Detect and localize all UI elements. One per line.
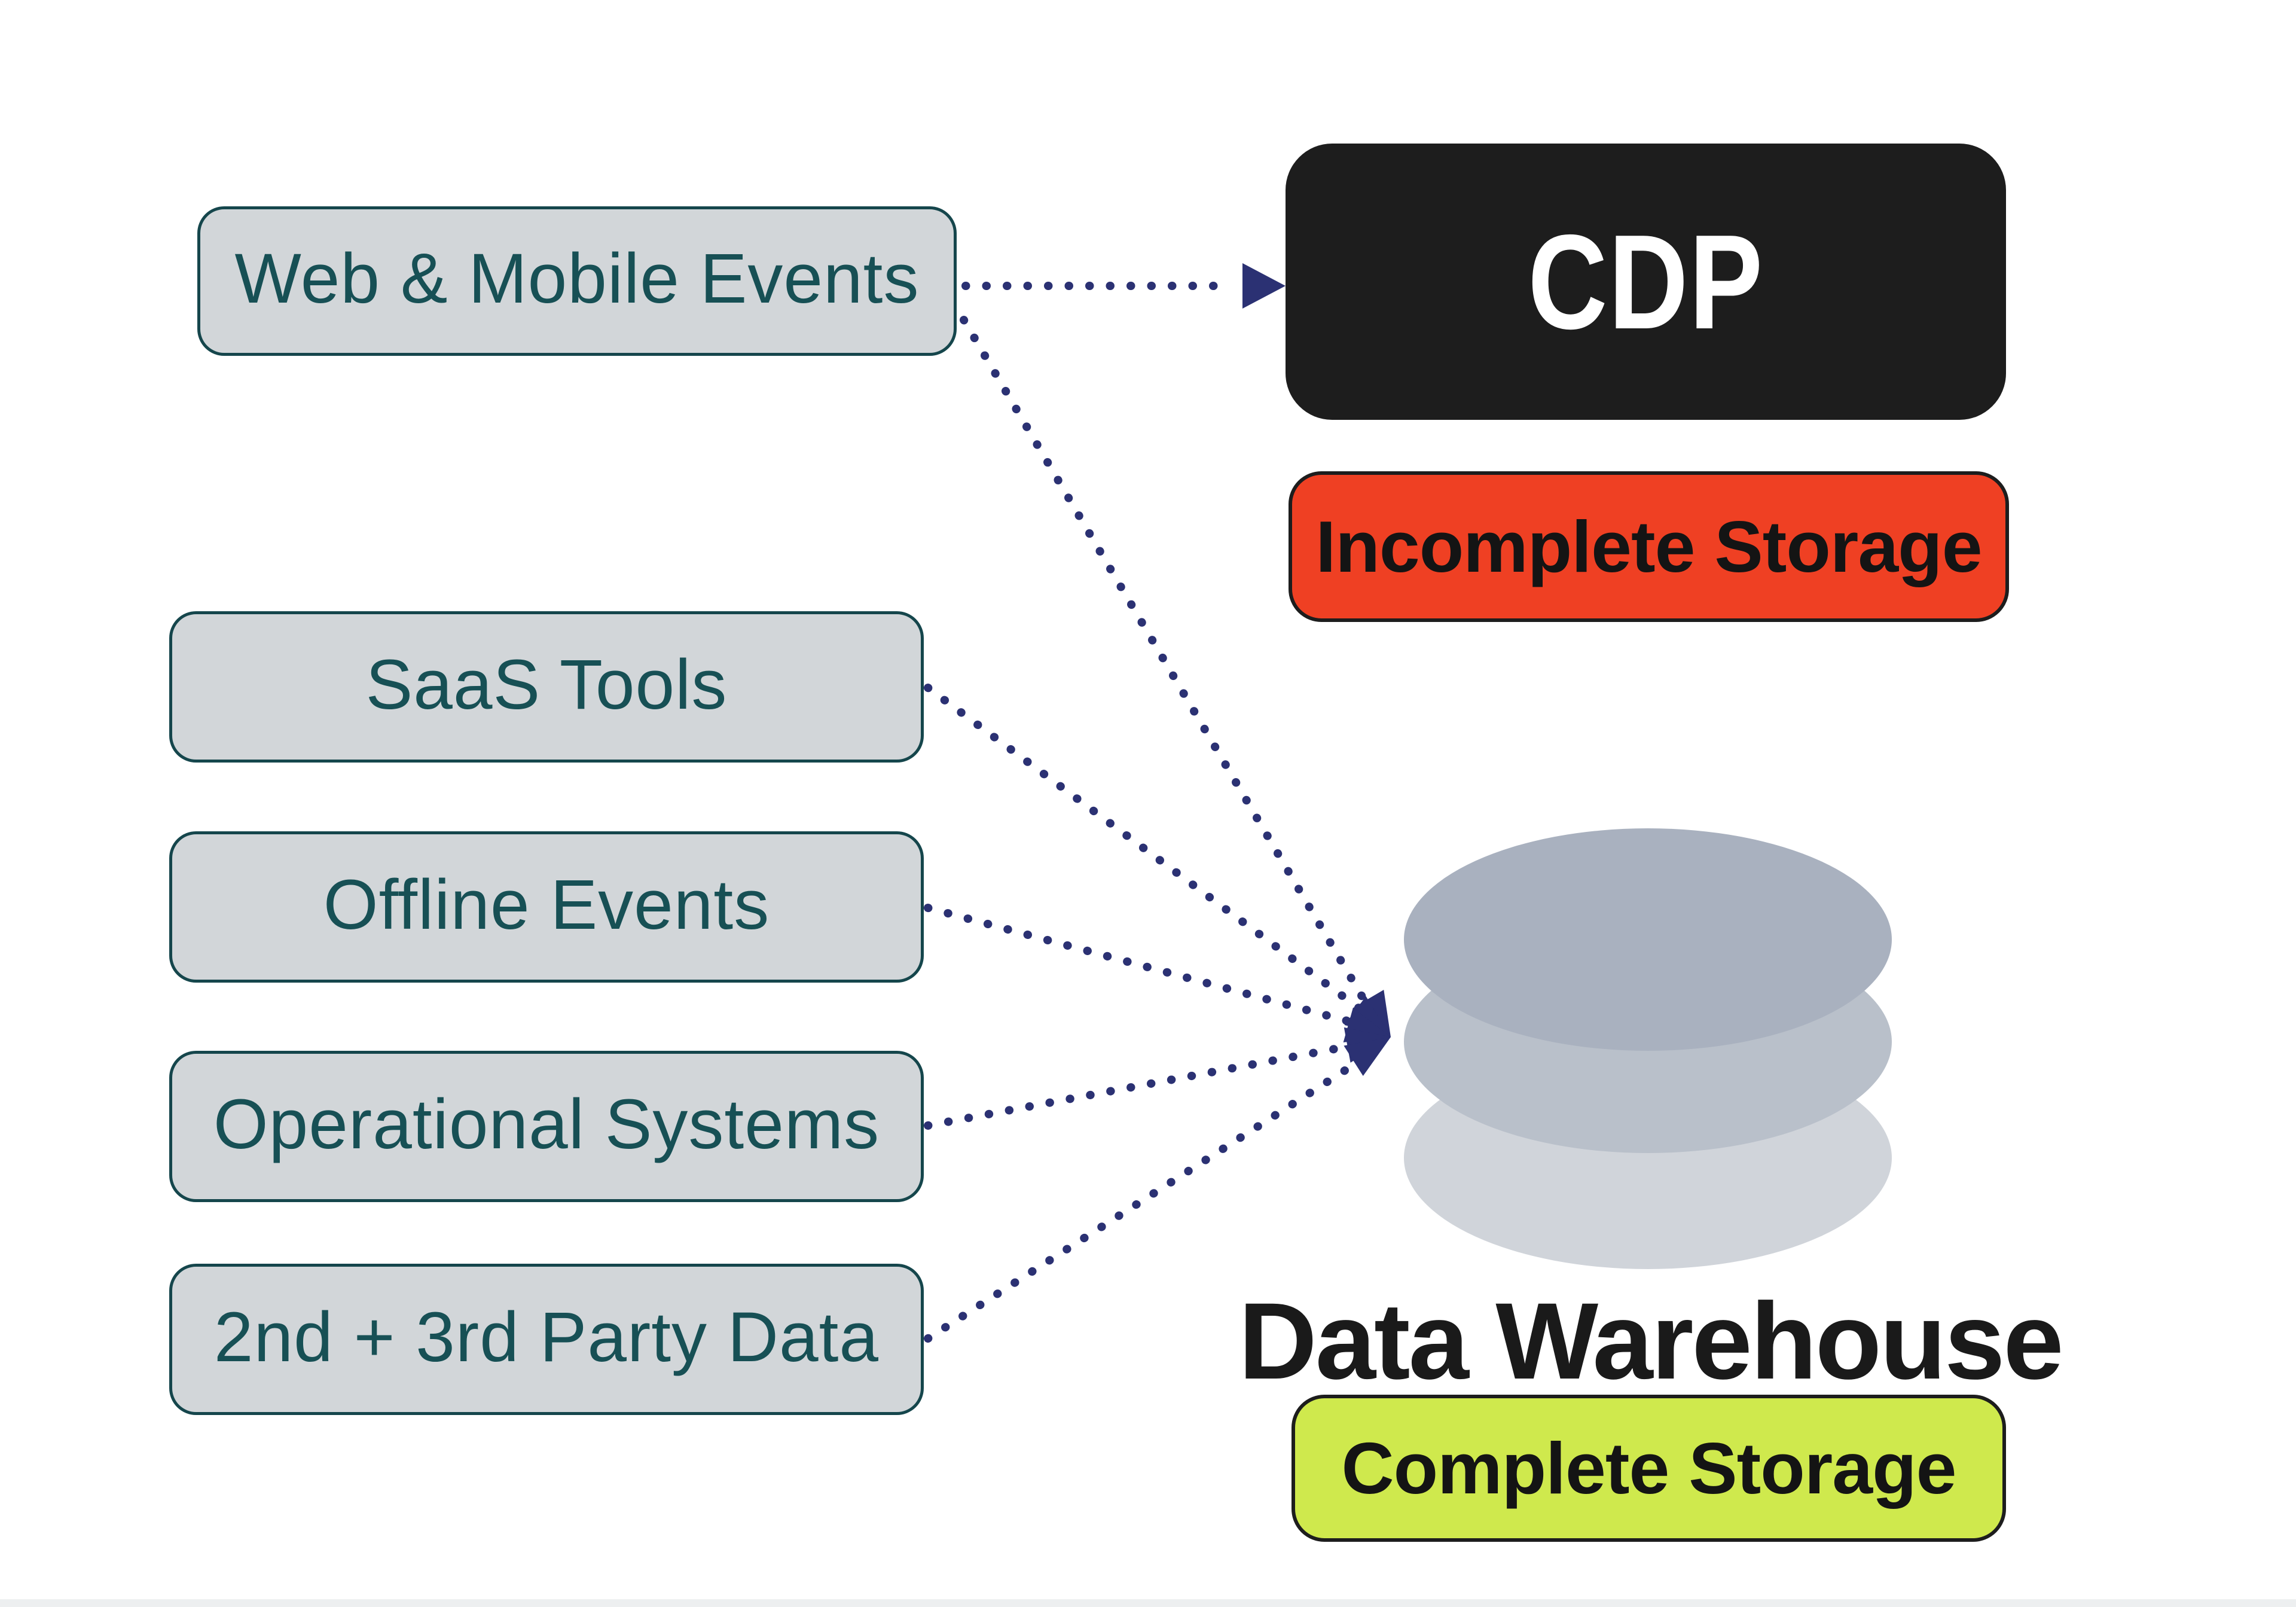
database-disc-top — [1404, 828, 1892, 1051]
cdp-label: CDP — [1528, 206, 1764, 357]
source-box-saas-tools: SaaS Tools — [169, 611, 924, 763]
data-warehouse-title: Data Warehouse — [1238, 1280, 2063, 1402]
edge-saas-to-warehouse-dotted-line — [924, 684, 1379, 1024]
edge-operational-to-warehouse-dotted-line — [924, 1038, 1377, 1130]
arrowhead-warehouse-cluster — [1343, 990, 1391, 1077]
bottom-edge-strip — [0, 1599, 2296, 1607]
source-box-offline-events: Offline Events — [169, 831, 924, 983]
source-label: 2nd + 3rd Party Data — [213, 1297, 880, 1377]
complete-storage-badge: Complete Storage — [1292, 1395, 2006, 1542]
edge-party-data-to-warehouse-dotted-line — [924, 1046, 1381, 1343]
complete-storage-label: Complete Storage — [1341, 1428, 1957, 1509]
cdp-box: CDP — [1286, 144, 2006, 420]
source-box-2nd-3rd-party-data: 2nd + 3rd Party Data — [169, 1264, 924, 1415]
source-box-web-mobile-events: Web & Mobile Events — [197, 206, 957, 356]
source-box-operational-systems: Operational Systems — [169, 1051, 924, 1202]
incomplete-storage-badge: Incomplete Storage — [1289, 471, 2009, 622]
source-label: Web & Mobile Events — [234, 239, 920, 318]
arrowhead-cdp — [1242, 263, 1286, 309]
source-label: SaaS Tools — [365, 645, 728, 724]
incomplete-storage-label: Incomplete Storage — [1315, 506, 1982, 587]
edge-web-mobile-to-warehouse-dotted-line — [960, 316, 1383, 1029]
edge-offline-to-warehouse-dotted-line — [924, 904, 1376, 1032]
source-label: Operational Systems — [213, 1084, 880, 1164]
source-label: Offline Events — [323, 865, 770, 944]
